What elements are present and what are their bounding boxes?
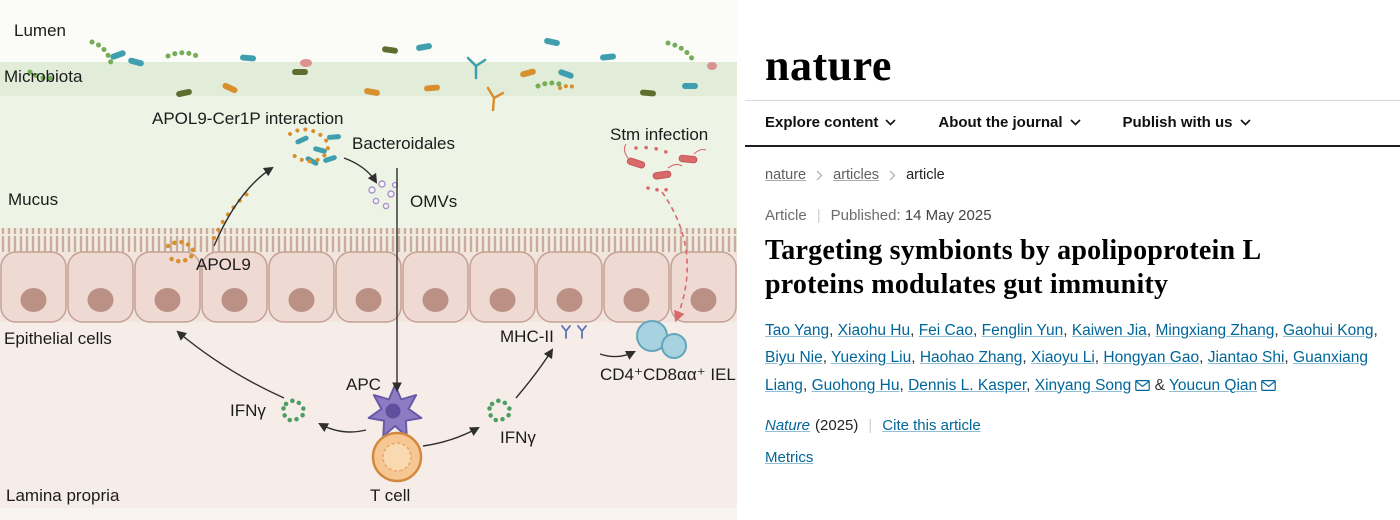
article-type: Article (765, 207, 807, 224)
label-mhc2: MHC-II (500, 327, 554, 346)
journal-ref: Nature(2025) | Cite this article (765, 417, 1400, 434)
label-ifng-left: IFNγ (230, 401, 266, 420)
chevron-right-icon (816, 169, 823, 181)
label-apol9: APOL9 (196, 255, 251, 274)
breadcrumb-nature[interactable]: nature (765, 167, 807, 183)
author-link[interactable]: Haohao Zhang (919, 349, 1023, 367)
iel-cell (636, 320, 687, 359)
journal-link[interactable]: Nature (765, 416, 811, 434)
ref-divider: | (868, 416, 873, 434)
meta-divider: | (816, 207, 821, 224)
metrics-row: Metrics (765, 449, 1400, 466)
breadcrumb: nature articles article (765, 167, 1400, 183)
brush-border (0, 228, 737, 252)
figure-panel: Lumen Microbiota APOL9-Cer1P interaction… (0, 0, 737, 520)
label-lumen: Lumen (14, 21, 66, 40)
breadcrumb-articles[interactable]: articles (833, 167, 880, 183)
stm-infection-arrow (661, 191, 688, 323)
chevron-right-icon (889, 169, 896, 181)
author-link[interactable]: Kaiwen Jia (1071, 322, 1147, 340)
author-link[interactable]: Hongyan Gao (1103, 349, 1200, 367)
breadcrumb-article: article (906, 167, 945, 183)
label-omvs: OMVs (410, 192, 458, 211)
label-apc: APC (346, 375, 381, 394)
nav-about-the-journal[interactable]: About the journal (938, 114, 1081, 131)
label-t-cell: T cell (370, 486, 411, 505)
chevron-down-icon (885, 119, 896, 126)
article-meta: Article | Published: 14 May 2025 (765, 207, 1400, 224)
figure-illustration (0, 0, 737, 520)
stm-bacteria (623, 143, 707, 192)
mucus-band (0, 96, 737, 228)
chevron-down-icon (1069, 119, 1081, 126)
author-link[interactable]: Youcun Qian (1168, 376, 1258, 394)
nav-divider (745, 145, 1400, 147)
main-nav: Explore content About the journal Publish … (745, 101, 1400, 145)
envelope-icon[interactable] (1261, 379, 1276, 391)
lamina-propria-band (0, 322, 737, 508)
nav-publish-with-us[interactable]: Publish with us (1123, 114, 1251, 131)
t-cell (371, 431, 423, 483)
label-epithelial-cells: Epithelial cells (4, 329, 112, 348)
logo-divider (745, 100, 1400, 101)
apol9-particles (165, 239, 196, 264)
epithelial-cell-row (0, 251, 737, 323)
author-list: Tao Yang, Xiaohu Hu, Fei Cao, Fenglin Yu… (765, 322, 1378, 394)
published-date: 14 May 2025 (904, 207, 992, 224)
author-link[interactable]: Fei Cao (918, 322, 973, 340)
article-title: Targeting symbionts by apolipoprotein L … (765, 235, 1260, 301)
author-link[interactable]: Guanxiang Liang (765, 349, 1369, 394)
omv-particles (368, 180, 399, 210)
label-ifng-right: IFNγ (500, 428, 536, 447)
author-link[interactable]: Xiaohu Hu (837, 322, 911, 340)
lumen-band (0, 0, 737, 62)
author-link[interactable]: Tao Yang (765, 322, 830, 340)
published-label: Published: (830, 207, 901, 224)
author-link[interactable]: Mingxiang Zhang (1155, 322, 1275, 340)
label-bacteroidales: Bacteroidales (352, 134, 456, 153)
author-link[interactable]: Xinyang Song (1034, 376, 1132, 394)
label-apol9-cer1p: APOL9-Cer1P interaction (152, 109, 344, 128)
author-link[interactable]: Guohong Hu (811, 376, 900, 394)
author-link[interactable]: Xiaoyu Li (1031, 349, 1095, 367)
nav-explore-content[interactable]: Explore content (765, 114, 896, 131)
author-link[interactable]: Biyu Nie (765, 349, 823, 367)
author-link[interactable]: Yuexing Liu (831, 349, 912, 367)
nature-logo[interactable]: nature (765, 41, 892, 90)
author-link[interactable]: Fenglin Yun (981, 322, 1064, 340)
envelope-icon[interactable] (1135, 379, 1151, 391)
cite-link[interactable]: Cite this article (882, 416, 981, 434)
bacteroidales-cluster (288, 127, 341, 166)
apc-cell (367, 384, 423, 438)
label-stm-infection: Stm infection (610, 125, 709, 144)
label-lamina-propria: Lamina propria (6, 486, 120, 505)
label-microbiota: Microbiota (4, 67, 83, 86)
mhc2-icons (561, 325, 587, 339)
author-link[interactable]: Gaohui Kong (1282, 322, 1374, 340)
journal-year: (2025) (815, 416, 859, 434)
metrics-link[interactable]: Metrics (765, 448, 814, 466)
chevron-down-icon (1239, 119, 1251, 126)
author-link[interactable]: Jiantao Shi (1207, 349, 1285, 367)
microbiota-bacteria (27, 37, 717, 112)
label-iel: CD4⁺CD8αα⁺ IEL (600, 365, 736, 384)
label-mucus: Mucus (8, 190, 59, 209)
author-link[interactable]: Dennis L. Kasper (908, 376, 1027, 394)
arrow-layer (176, 157, 636, 447)
